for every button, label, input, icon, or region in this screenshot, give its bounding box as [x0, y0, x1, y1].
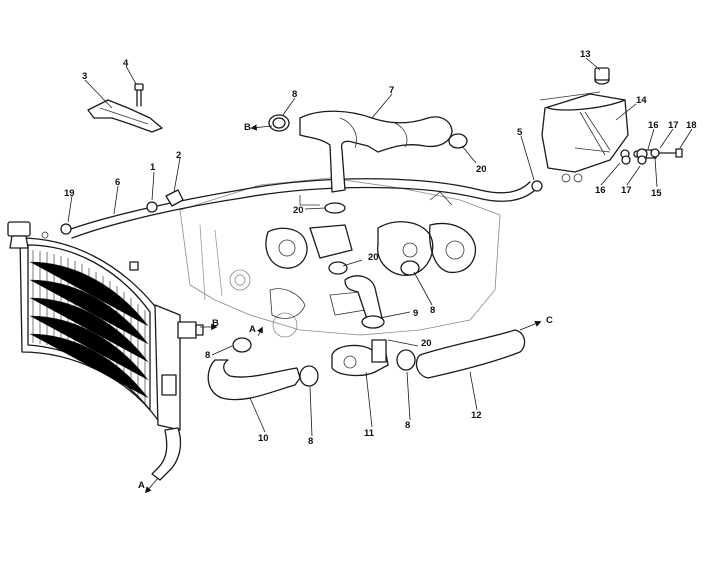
callout-15: 15 [651, 188, 662, 199]
callout-8-top: 8 [292, 89, 297, 100]
engine-block [179, 177, 501, 338]
callout-8-left: 8 [205, 350, 210, 361]
hose-11-thermostat [331, 339, 389, 377]
flow-marker-b-mid: B [212, 318, 219, 329]
callout-17-top: 17 [668, 120, 679, 131]
flow-marker-b-top: B [244, 122, 251, 133]
callout-20-mid: 20 [368, 252, 379, 263]
flow-marker-a-center: A [249, 324, 256, 335]
callout-6: 6 [115, 177, 120, 188]
expansion-tank [539, 67, 629, 183]
callout-3: 3 [82, 71, 87, 82]
flow-marker-c-right: C [546, 315, 553, 326]
hose-9 [344, 275, 383, 323]
callout-12: 12 [471, 410, 482, 421]
flow-arrows [144, 124, 542, 494]
callout-16-top: 16 [648, 120, 659, 131]
callout-4: 4 [123, 58, 129, 69]
callout-20-right: 20 [476, 164, 487, 175]
callout-13: 13 [580, 49, 591, 60]
callout-10: 10 [258, 433, 269, 444]
hose-6 [67, 178, 536, 239]
flow-markers: A A B B C [138, 122, 553, 491]
callout-19: 19 [64, 188, 75, 199]
bracket-3 [87, 99, 163, 133]
callout-5: 5 [517, 127, 523, 138]
hose-12 [415, 329, 526, 379]
callout-1: 1 [150, 162, 156, 173]
radiator [7, 221, 204, 481]
callout-16-bottom: 16 [595, 185, 606, 196]
callout-8-right: 8 [430, 305, 435, 316]
hose-10 [207, 359, 301, 401]
leader-lines [67, 57, 693, 437]
callout-9: 9 [413, 308, 418, 319]
callout-17-bottom: 17 [621, 185, 632, 196]
radiator-cap-icon [7, 221, 49, 249]
radiator-core-hatching [29, 250, 149, 405]
callout-14: 14 [636, 95, 647, 106]
callout-20-lower: 20 [421, 338, 432, 349]
expansion-tank-cap-icon [594, 67, 610, 85]
callout-18: 18 [686, 120, 697, 131]
callout-20-center: 20 [293, 205, 304, 216]
callout-8-bottom-left: 8 [308, 436, 313, 447]
callout-8-bottom-right: 8 [405, 420, 410, 431]
callout-11: 11 [364, 428, 375, 439]
flow-marker-a-bottom: A [138, 480, 145, 491]
hose-7 [299, 110, 453, 193]
hardware [60, 83, 683, 387]
callout-7: 7 [389, 85, 394, 96]
callout-2: 2 [176, 150, 181, 161]
callout-labels: 1 2 3 4 5 6 7 8 8 8 8 8 9 10 11 12 13 14… [64, 49, 697, 447]
